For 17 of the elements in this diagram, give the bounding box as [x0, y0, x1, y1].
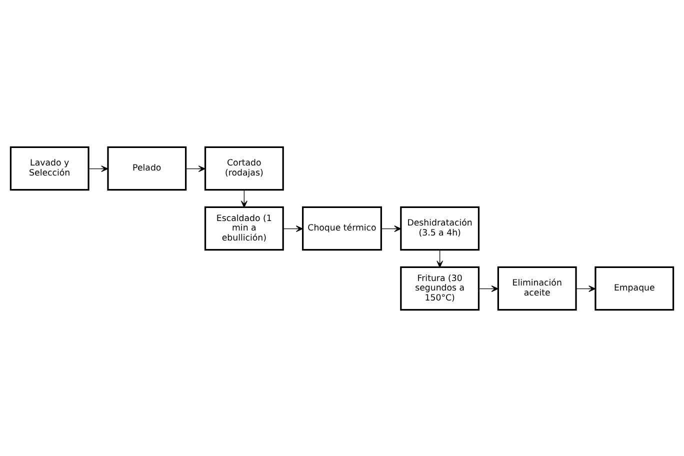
- arrow: [240, 188, 248, 208]
- arrow: [478, 285, 498, 292]
- node-box: Choque térmico: [302, 206, 382, 250]
- node-box: Fritura (30 segundos a 150°C): [400, 266, 480, 310]
- node-box: Empaque: [594, 266, 674, 310]
- arrow: [282, 225, 304, 232]
- node-box: Eliminación aceite: [497, 266, 577, 310]
- node-box: Deshidratación (3.5 a 4h): [400, 206, 480, 250]
- arrow: [436, 248, 444, 268]
- arrow: [576, 285, 596, 292]
- node-box: Escaldado (1 min a ebullición): [204, 206, 284, 250]
- node-box: Lavado y Selección: [10, 146, 90, 190]
- node-box: Cortado (rodajas): [204, 146, 284, 190]
- arrow: [186, 165, 206, 172]
- node-box: Pelado: [107, 146, 187, 190]
- arrow: [88, 165, 108, 172]
- arrow: [380, 225, 402, 232]
